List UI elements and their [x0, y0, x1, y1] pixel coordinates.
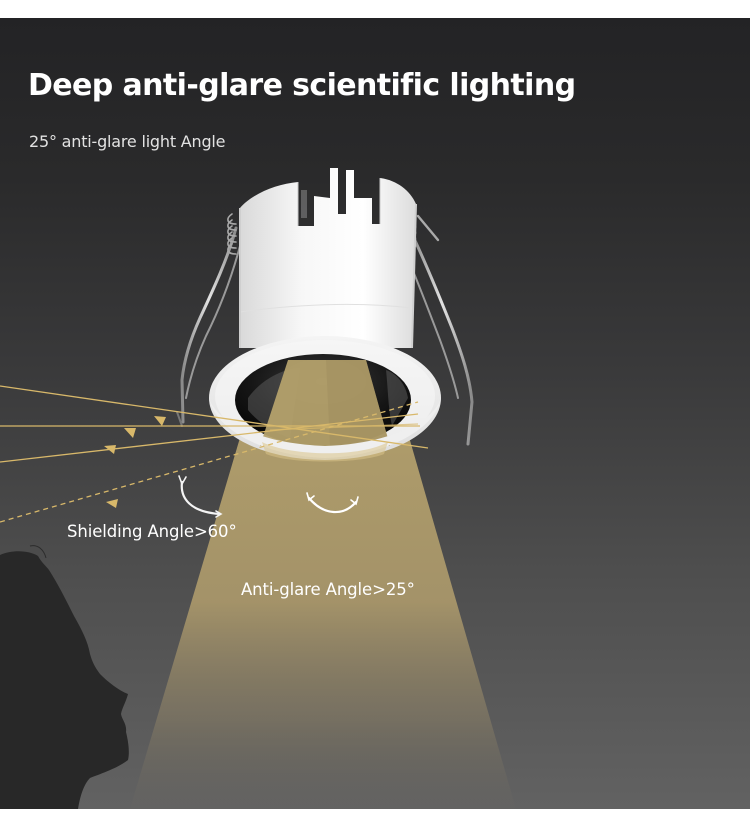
page-subtitle: 25° anti-glare light Angle [29, 132, 226, 151]
angle-arc-icon [178, 475, 223, 518]
product-banner: Deep anti-glare scientific lighting 25° … [0, 18, 750, 809]
shielding-angle-label: Shielding Angle>60° [67, 522, 237, 541]
light-beam-icon [130, 350, 516, 809]
angle-arc-beam-icon [306, 492, 359, 514]
illustration-canvas [0, 168, 516, 809]
spring-clip-left-icon [176, 213, 241, 427]
ray-arrowhead-icons [104, 416, 166, 508]
page-title: Deep anti-glare scientific lighting [28, 68, 576, 103]
downlight-fixture-icon [209, 168, 441, 462]
head-silhouette-icon [0, 545, 129, 809]
glare-ray-icon [0, 385, 429, 523]
anti-glare-angle-label: Anti-glare Angle>25° [241, 580, 415, 599]
